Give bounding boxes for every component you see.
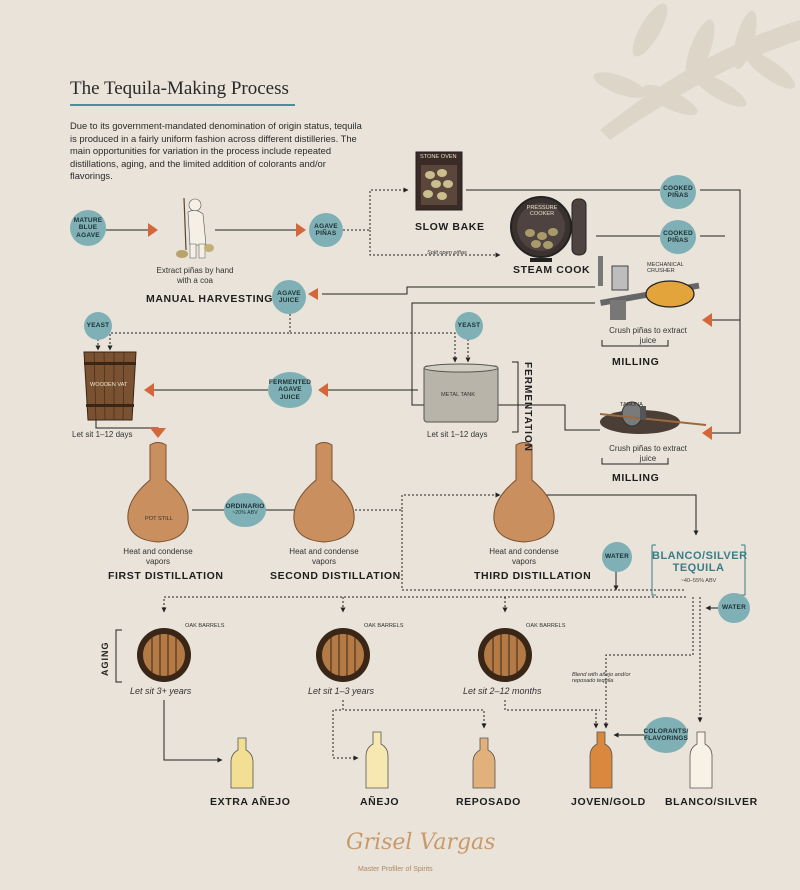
bubble-yeast-2: YEAST bbox=[455, 312, 483, 340]
agave-leaf-decoration bbox=[593, 3, 800, 140]
fermentation-label: FERMENTATION bbox=[522, 362, 533, 452]
steam-cook-label: STEAM COOK bbox=[513, 264, 591, 276]
blend-note: Blend with añejo and/or reposado tequila bbox=[572, 672, 631, 684]
pot-still-2 bbox=[293, 442, 355, 543]
barrel-tag-1: OAK BARRELS bbox=[185, 623, 225, 629]
bottle-extra-anejo bbox=[230, 737, 254, 789]
second-distillation-description: Heat and condense vapors bbox=[289, 547, 359, 566]
barrel-3 bbox=[478, 628, 532, 682]
product-blanco-silver: BLANCO/SILVER bbox=[665, 796, 758, 808]
aging-note-3: Let sit 2–12 months bbox=[463, 686, 542, 696]
third-distillation-description: Heat and condense vapors bbox=[489, 547, 559, 566]
milling-description-2: Crush piñas to extract juice bbox=[609, 444, 687, 463]
bubble-ordinario: ORDINARIO~20% ABV bbox=[224, 493, 266, 527]
aging-label: AGING bbox=[100, 641, 110, 676]
bottle-blanco bbox=[689, 731, 713, 789]
wooden-vat-tag: WOODEN VAT bbox=[90, 382, 128, 388]
metal-tank-tag: METAL TANK bbox=[441, 392, 475, 398]
blanco-silver-tequila-box: BLANCO/SILVER TEQUILA ~40–55% ABV bbox=[652, 545, 748, 595]
milling-label-2: MILLING bbox=[612, 472, 660, 484]
bubble-colorants-flavorings: COLORANTS/FLAVORINGS bbox=[644, 717, 688, 753]
bubble-water-1: WATER bbox=[602, 542, 632, 572]
barrel-2 bbox=[316, 628, 370, 682]
pot-stills bbox=[127, 442, 555, 543]
blanco-box-abv: ~40–55% ABV bbox=[680, 578, 717, 584]
intro-paragraph: Due to its government-mandated denominat… bbox=[70, 120, 362, 182]
signature-subtitle: Master Profiler of Spirits bbox=[358, 866, 433, 873]
aging-note-2: Let sit 1–3 years bbox=[308, 686, 375, 696]
third-distillation-label: THIRD DISTILLATION bbox=[474, 570, 592, 582]
barrel-1 bbox=[137, 628, 191, 682]
metal-tank-illustration bbox=[423, 363, 499, 423]
second-distillation-label: SECOND DISTILLATION bbox=[270, 570, 401, 582]
page-title: The Tequila-Making Process bbox=[70, 78, 289, 99]
stone-oven-illustration bbox=[415, 151, 463, 211]
brackets bbox=[115, 340, 746, 683]
title-underline bbox=[70, 104, 295, 106]
pressure-cooker-tag: PRESSURE COOKER bbox=[526, 205, 558, 217]
blanco-box-title: BLANCO/SILVER TEQUILA bbox=[652, 550, 748, 574]
bubble-yeast-1: YEAST bbox=[84, 312, 112, 340]
orange-arrowheads bbox=[144, 223, 712, 440]
wooden-vat-illustration bbox=[83, 351, 137, 421]
first-distillation-description: Heat and condense vapors bbox=[123, 547, 193, 566]
split-open-pinas-note: Split open piñas bbox=[427, 250, 467, 256]
bubble-water-2: WATER bbox=[718, 593, 750, 623]
bottles bbox=[230, 731, 713, 789]
signature: Grisel Vargas bbox=[346, 830, 496, 855]
tahona-tag: TAHONA bbox=[620, 402, 643, 408]
product-reposado: REPOSADO bbox=[456, 796, 521, 808]
pot-still-1 bbox=[127, 442, 189, 543]
pressure-cooker-illustration bbox=[510, 196, 587, 262]
bottle-anejo bbox=[365, 731, 389, 789]
milling-label-1: MILLING bbox=[612, 356, 660, 368]
stone-oven-tag: STONE OVEN bbox=[420, 154, 457, 160]
bottle-joven bbox=[589, 731, 613, 789]
manual-harvesting-label: MANUAL HARVESTING bbox=[146, 293, 274, 305]
slow-bake-label: SLOW BAKE bbox=[415, 221, 485, 233]
vat-note: Let sit 1–12 days bbox=[72, 430, 133, 439]
barrel-tag-2: OAK BARRELS bbox=[364, 623, 404, 629]
product-anejo: AÑEJO bbox=[360, 796, 400, 808]
pot-still-3 bbox=[493, 442, 555, 543]
tahona-illustration bbox=[599, 401, 707, 434]
barrel-tag-3: OAK BARRELS bbox=[526, 623, 566, 629]
tank-note: Let sit 1–12 days bbox=[427, 430, 488, 439]
bottle-reposado bbox=[472, 737, 496, 789]
connector-lines bbox=[95, 187, 741, 763]
first-distillation-label: FIRST DISTILLATION bbox=[108, 570, 224, 582]
harvester-illustration bbox=[176, 197, 214, 259]
mechanical-crusher-illustration bbox=[598, 256, 700, 320]
oak-barrels bbox=[137, 628, 532, 682]
product-extra-anejo: EXTRA AÑEJO bbox=[210, 796, 291, 808]
aging-note-1: Let sit 3+ years bbox=[130, 686, 192, 696]
harvest-description: Extract piñas by hand with a coa bbox=[156, 266, 234, 285]
mechanical-crusher-tag: MECHANICAL CRUSHER bbox=[647, 262, 684, 274]
pot-still-tag: POT STILL bbox=[145, 516, 173, 522]
milling-description-1: Crush piñas to extract juice bbox=[609, 326, 687, 345]
product-joven-gold: JOVEN/GOLD bbox=[571, 796, 646, 808]
